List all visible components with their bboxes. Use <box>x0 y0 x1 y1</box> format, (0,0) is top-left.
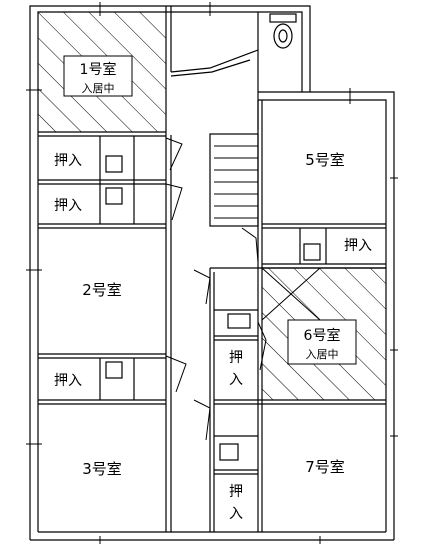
closet-label: 押入 <box>54 198 82 214</box>
closet-label: 押入 <box>344 238 372 254</box>
closet-label: 押入 <box>54 153 82 169</box>
fixture-boxes <box>105 155 321 461</box>
closet-label-vertical-1: 押 <box>229 484 243 500</box>
wall-ticks <box>26 2 398 544</box>
exterior-walls <box>29 5 395 541</box>
closet-label: 押入 <box>54 373 82 389</box>
room2-name: 2号室 <box>82 281 122 299</box>
stairs <box>214 145 258 219</box>
toilet-icon <box>269 13 297 49</box>
room5-name: 5号室 <box>305 151 345 169</box>
closet-label-vertical-2: 入 <box>229 372 243 388</box>
room1-label-box <box>63 55 133 97</box>
closet-label-vertical-2: 入 <box>229 506 243 522</box>
room6-label-box <box>287 319 357 365</box>
room1-name: 1号室 <box>80 61 117 78</box>
room3-name: 3号室 <box>82 460 122 478</box>
room6-cross <box>261 267 321 321</box>
room1-status: 入居中 <box>82 82 115 95</box>
room7-name: 7号室 <box>305 458 345 476</box>
room6-status: 入居中 <box>306 348 339 361</box>
room6-name: 6号室 <box>304 327 341 344</box>
closet-label-vertical-1: 押 <box>229 350 243 366</box>
door-swings <box>165 137 267 441</box>
